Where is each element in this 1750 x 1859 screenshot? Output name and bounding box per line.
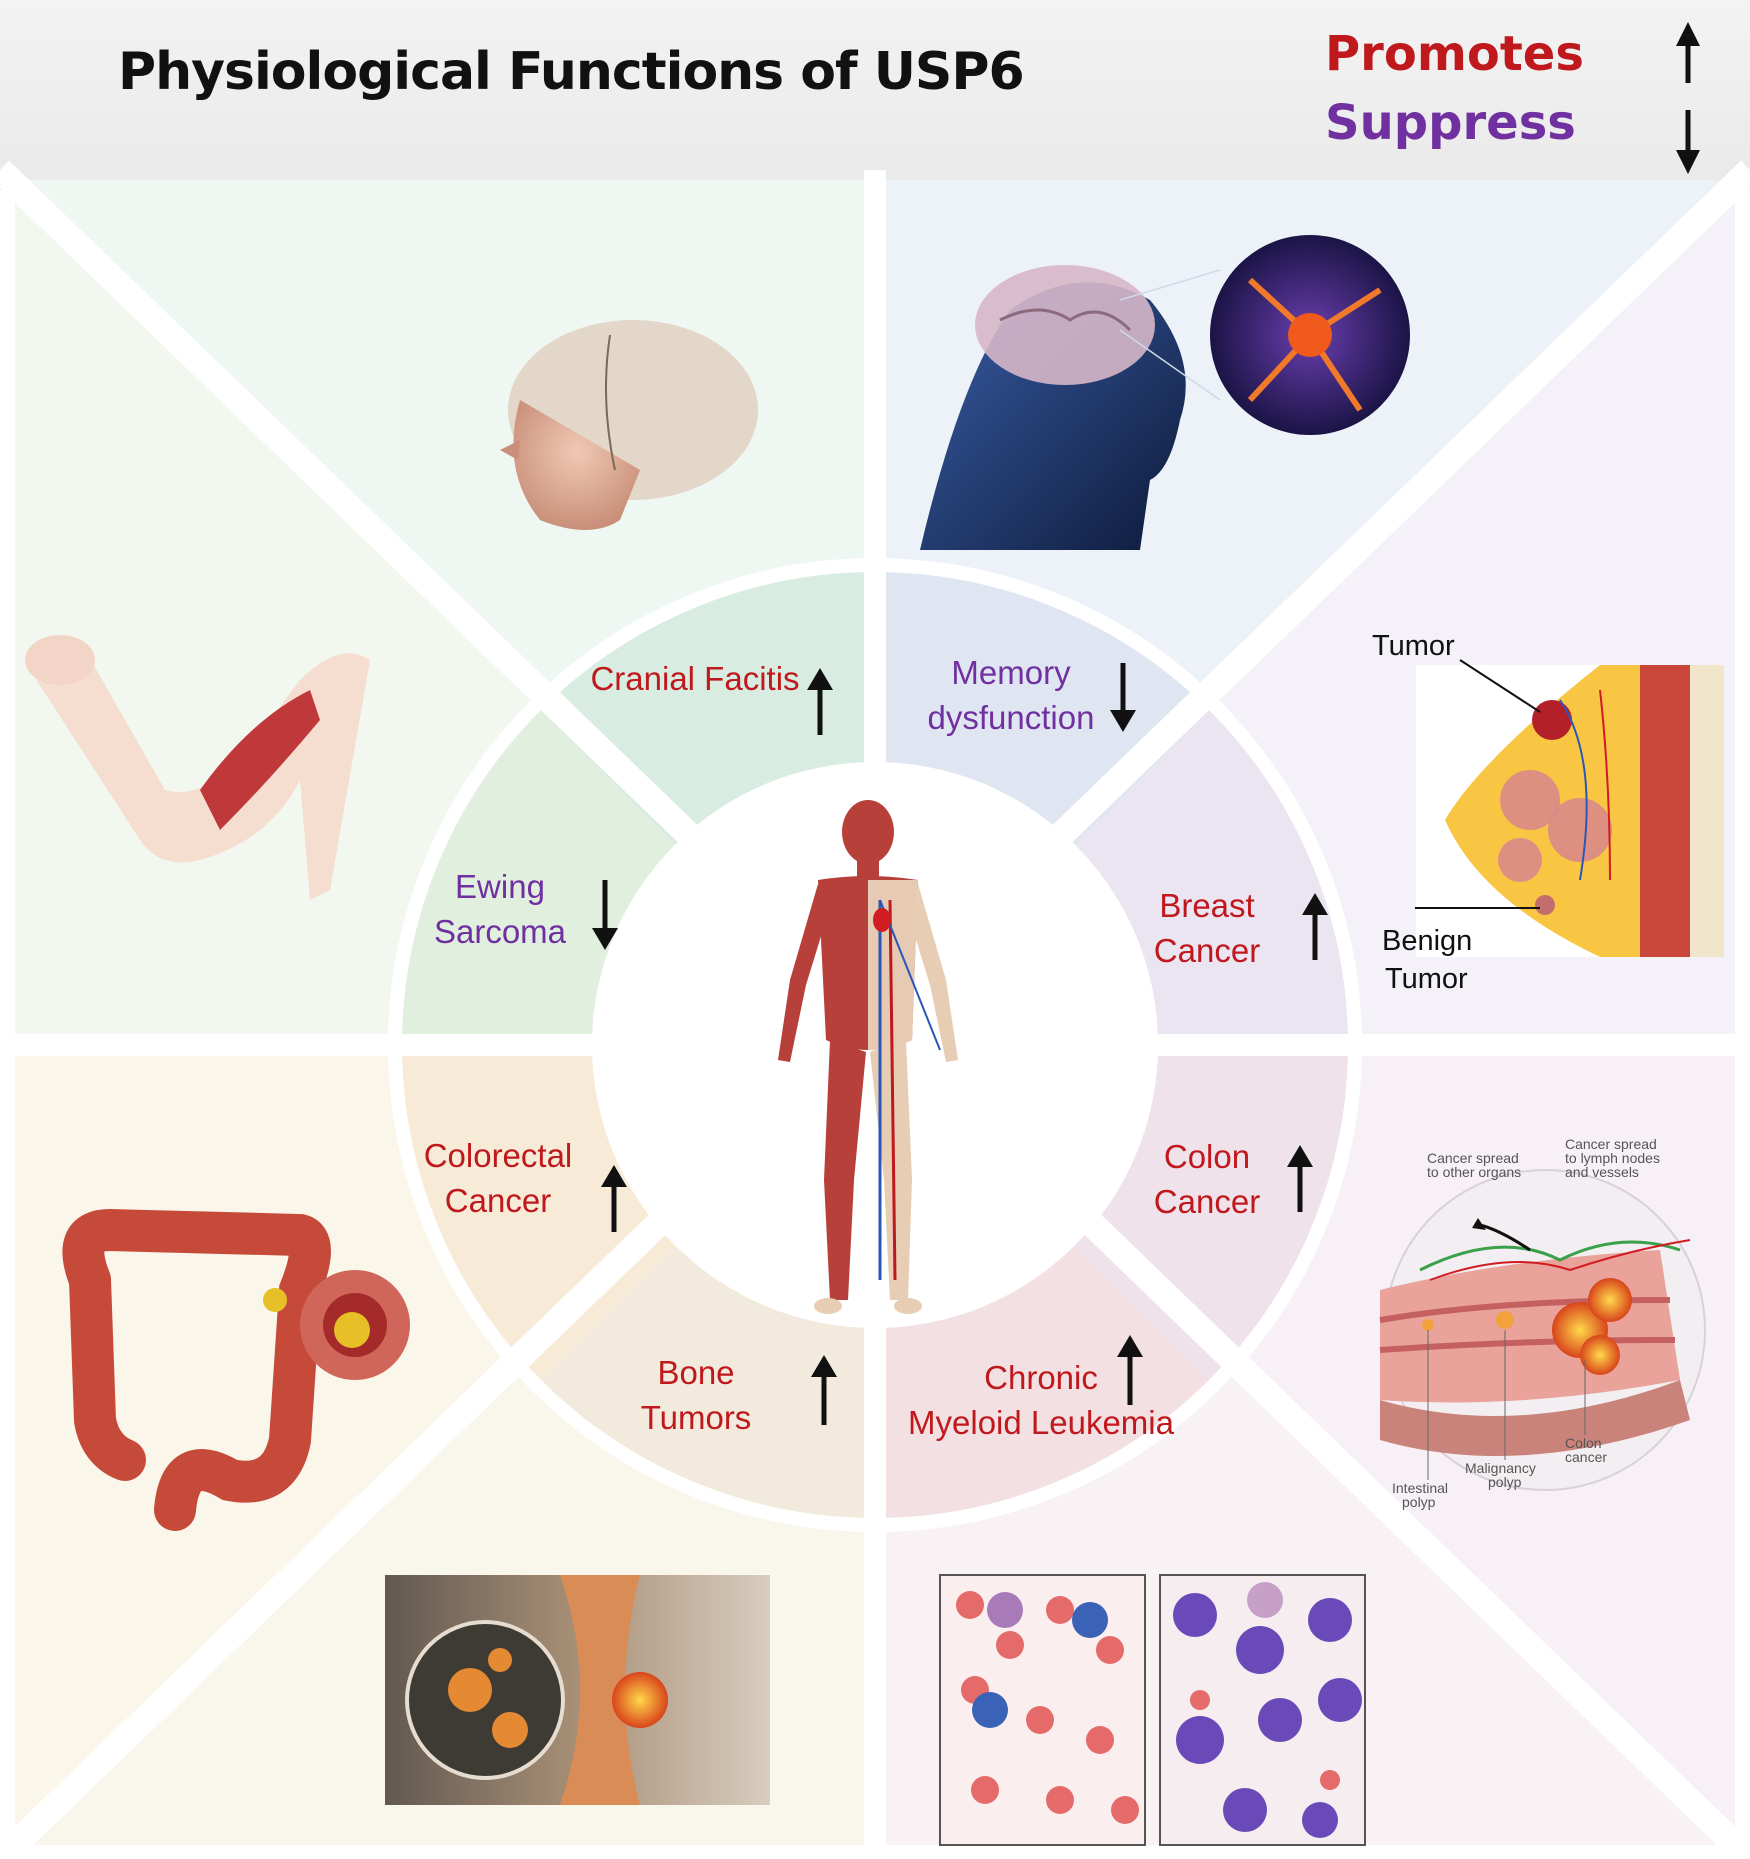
header-bar (0, 0, 1750, 190)
label-breast-line2: Cancer (1154, 932, 1260, 969)
label-bone-line2: Tumors (641, 1399, 752, 1436)
label-ewing-line2: Sarcoma (434, 913, 567, 950)
label-breast-line1: Breast (1159, 887, 1254, 924)
colon-spread-organs-line1: Cancer spread (1427, 1150, 1519, 1166)
colon-spread-organs-line2: to other organs (1427, 1164, 1521, 1180)
cranial-promote-arrow-icon (807, 668, 833, 735)
breast-benign-label-line2: Tumor (1385, 963, 1468, 995)
cml-promote-arrow-icon (1117, 1335, 1143, 1405)
colon-cancer-line1: Colon (1565, 1435, 1602, 1451)
label-cranial-line1: Cranial Facitis (590, 660, 799, 697)
breast-tumor-label: Tumor (1372, 630, 1455, 662)
colon-promote-arrow-icon (1287, 1145, 1313, 1212)
bone-tumor-illustration (385, 1575, 770, 1805)
effect-arrows (592, 663, 1328, 1425)
memory-suppress-arrow-icon (1110, 663, 1136, 732)
label-memory-line1: Memory (951, 654, 1071, 691)
human-anatomy-figure (778, 800, 958, 1314)
legend-suppress-label: Suppress (1325, 95, 1576, 151)
colon-malignancy-line2: polyp (1488, 1474, 1522, 1490)
colon-spread-lymph-line3: and vessels (1565, 1164, 1639, 1180)
label-bone-line1: Bone (657, 1354, 734, 1391)
legend-arrows (1676, 22, 1700, 174)
infant-skull-illustration (500, 320, 758, 530)
ewing-suppress-arrow-icon (592, 880, 618, 950)
bone-promote-arrow-icon (811, 1355, 837, 1425)
breast-promote-arrow-icon (1302, 893, 1328, 960)
label-colon-line2: Cancer (1154, 1183, 1260, 1220)
colon-cancer-line2: cancer (1565, 1449, 1607, 1465)
label-colorectal-line2: Cancer (445, 1182, 551, 1219)
label-cml-line1: Chronic (984, 1359, 1098, 1396)
label-memory-line2: dysfunction (928, 699, 1095, 736)
breast-anatomy-illustration (1415, 659, 1724, 957)
label-cml-line2: Myeloid Leukemia (908, 1404, 1175, 1441)
illustration-labels: Tumor Benign Tumor Cancer spread to othe… (1372, 630, 1660, 1510)
page-title: Physiological Functions of USP6 (118, 42, 1025, 102)
breast-benign-label-line1: Benign (1382, 925, 1472, 957)
segment-labels: Cranial Facitis Memory dysfunction Breas… (424, 654, 1260, 1441)
colorectal-promote-arrow-icon (601, 1165, 627, 1232)
colon-malignancy-line1: Malignancy (1465, 1460, 1536, 1476)
blood-smear-illustration (939, 1574, 1366, 1846)
arm-muscle-illustration (25, 635, 370, 900)
colon-spread-lymph-line1: Cancer spread (1565, 1136, 1657, 1152)
legend-promotes-label: Promotes (1325, 26, 1584, 82)
label-colorectal-line1: Colorectal (424, 1137, 573, 1174)
colon-cross-section-illustration (1379, 1169, 1706, 1491)
colon-intestinal-line2: polyp (1402, 1494, 1436, 1510)
colon-spread-lymph-line2: to lymph nodes (1565, 1150, 1660, 1166)
colon-intestinal-line1: Intestinal (1392, 1480, 1448, 1496)
colon-organ-illustration (62, 1208, 410, 1531)
label-ewing-line1: Ewing (455, 868, 545, 905)
brain-neuron-illustration (920, 235, 1410, 550)
label-colon-line1: Colon (1164, 1138, 1250, 1175)
